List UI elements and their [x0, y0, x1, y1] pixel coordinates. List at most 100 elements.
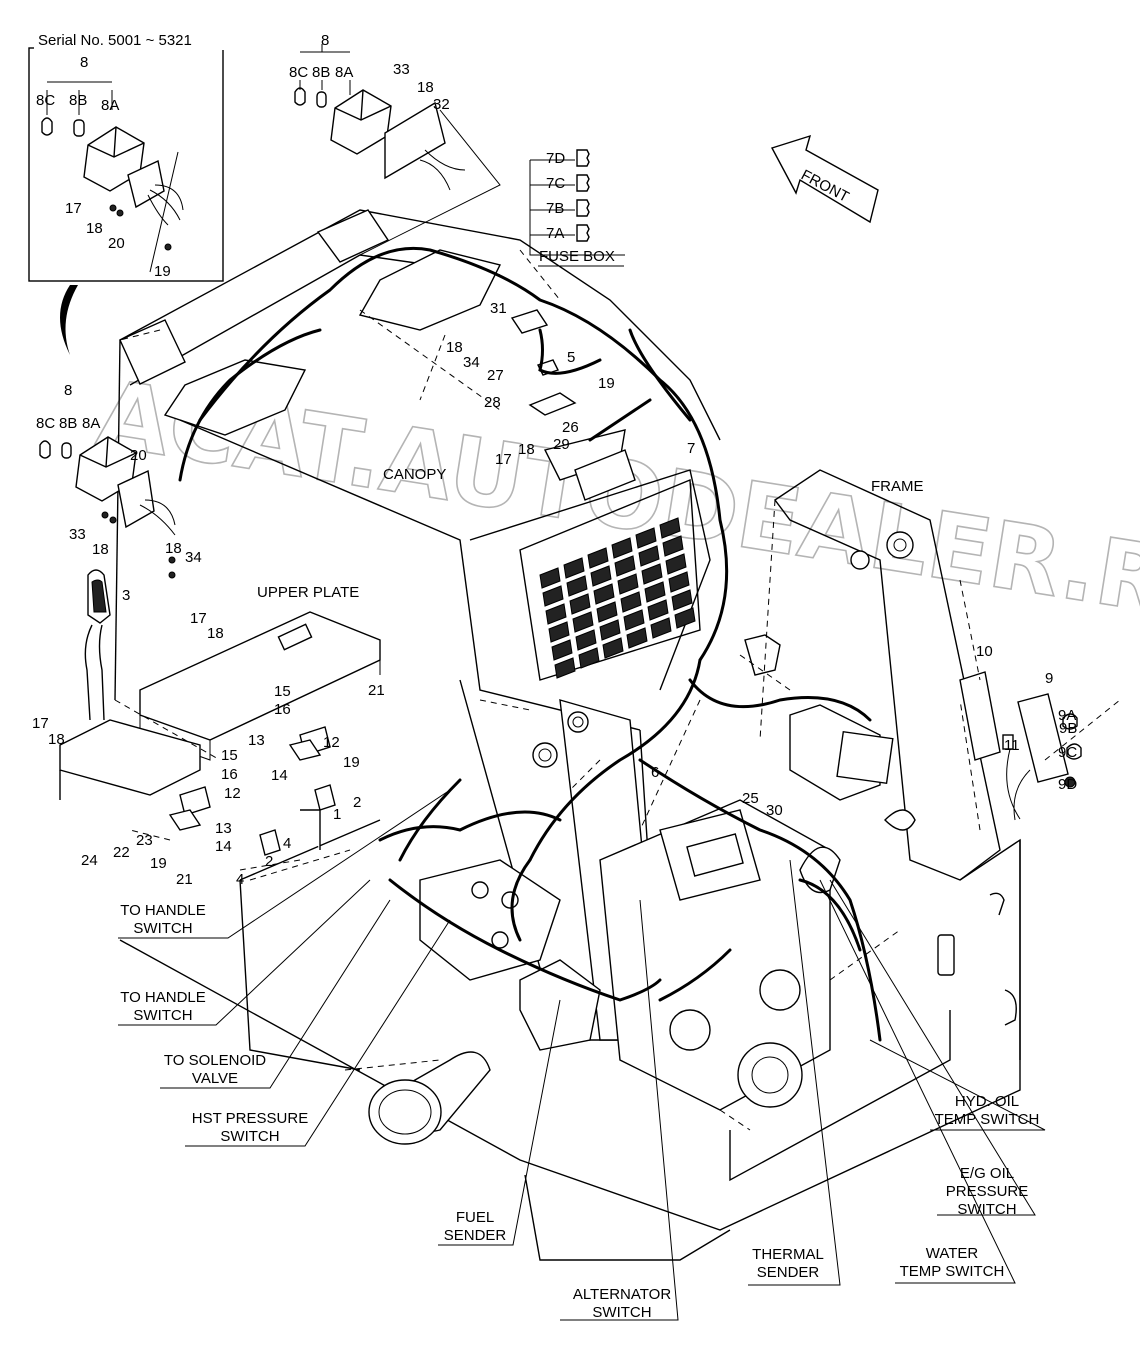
- grille-cell: [614, 555, 636, 577]
- part-callout: 34: [185, 549, 202, 566]
- part-callout: 27: [487, 367, 504, 384]
- part-callout: 15: [274, 683, 291, 700]
- grille-cell: [587, 547, 609, 569]
- grille-cell: [566, 575, 588, 597]
- upper-plate-label: UPPER PLATE: [257, 584, 359, 601]
- left-rooflight: [163, 359, 307, 436]
- part-callout: 34: [463, 354, 480, 371]
- part-callout: 13: [215, 820, 232, 837]
- connection-note-line: TEMP SWITCH: [935, 1111, 1040, 1128]
- part-callout: 18: [207, 625, 224, 642]
- part-callout: 2: [353, 794, 361, 811]
- part-callout: 9: [1045, 670, 1053, 687]
- connection-note-line: VALVE: [192, 1070, 238, 1087]
- connection-note-line: TEMP SWITCH: [900, 1263, 1005, 1280]
- fuse-icon: [576, 199, 590, 217]
- grille-cell: [596, 601, 618, 623]
- part-callout: 17: [190, 610, 207, 627]
- reference-lines: [114, 249, 1121, 1131]
- connection-note-line: E/G OIL: [960, 1165, 1014, 1182]
- part-callout: 7: [687, 440, 695, 457]
- part-callout: 21: [368, 682, 385, 699]
- part-callout: 14: [215, 838, 232, 855]
- frame-label: FRAME: [871, 478, 924, 495]
- grille-cell: [617, 573, 639, 595]
- grille-cell: [545, 603, 567, 625]
- grille-cell: [668, 571, 690, 593]
- connection-note-line: SENDER: [444, 1227, 507, 1244]
- part-callout: 32: [433, 96, 450, 113]
- part-callout: 18: [446, 339, 463, 356]
- side-lamp-group: [959, 671, 1082, 821]
- part-callout: 9C: [1058, 744, 1077, 761]
- part-callout: 8A: [82, 415, 100, 432]
- lamp-9: [1017, 693, 1069, 783]
- grille-cell: [599, 619, 621, 641]
- machine-outline: [60, 209, 1021, 1261]
- part-callout: 31: [490, 300, 507, 317]
- serial-inset: Serial No. 5001 ~ 5321: [28, 30, 224, 282]
- lamp-bracket-10: [959, 671, 1001, 761]
- part-callout: 8C: [36, 415, 55, 432]
- part-callout: 19: [598, 375, 615, 392]
- part-callout: 14: [271, 767, 288, 784]
- part-callout: 24: [81, 852, 98, 869]
- front-arrow: FRONT: [770, 134, 879, 224]
- part-callout: 6: [651, 764, 659, 781]
- part-callout: 18: [518, 441, 535, 458]
- part-callout: 8B: [59, 415, 77, 432]
- hst-pump: [419, 859, 561, 981]
- part-callout: 13: [248, 732, 265, 749]
- engine-assembly: [419, 634, 916, 1111]
- connection-note-line: SWITCH: [957, 1201, 1016, 1218]
- part-callout: 8A: [101, 97, 119, 114]
- canopy-label: CANOPY: [383, 466, 446, 483]
- connection-note-line: WATER: [926, 1245, 979, 1262]
- part-callout: 18: [48, 731, 65, 748]
- part-callout: 29: [553, 436, 570, 453]
- fuse-icon: [576, 149, 590, 167]
- part-callout: 28: [484, 394, 501, 411]
- grille-cell: [659, 517, 681, 539]
- part-callout: 19: [343, 754, 360, 771]
- roof-box: [316, 209, 390, 263]
- grille-cell: [620, 591, 642, 613]
- part-callout: 9B: [1059, 720, 1077, 737]
- part-callout: 9D: [1058, 776, 1077, 793]
- grille-cell: [665, 553, 687, 575]
- grille-cell: [542, 585, 564, 607]
- grille-cell: [623, 609, 645, 631]
- grille-cell: [674, 607, 696, 629]
- connection-note-line: HST PRESSURE: [192, 1110, 308, 1127]
- part-callout: 21: [176, 871, 193, 888]
- part-callout: 2: [265, 853, 273, 870]
- part-callout: 22: [113, 844, 130, 861]
- part-callout: 11: [1004, 737, 1020, 754]
- grille-cell: [593, 583, 615, 605]
- grille-cell: [572, 611, 594, 633]
- part-callout: 9A: [1058, 707, 1076, 724]
- grille-cell: [539, 567, 561, 589]
- part-callout: 17: [32, 715, 49, 732]
- part-callout: 19: [150, 855, 167, 872]
- grille-cell: [551, 639, 573, 661]
- part-callout: 4: [283, 835, 291, 852]
- part-callout: 15: [221, 747, 238, 764]
- part-callout: 16: [274, 701, 291, 718]
- part-callout: 4: [236, 871, 244, 888]
- grille-cell: [575, 629, 597, 651]
- part-callout: 16: [221, 766, 238, 783]
- grille-cell: [647, 599, 669, 621]
- grille-cell: [671, 589, 693, 611]
- connection-note-line: HYD. OIL: [955, 1093, 1019, 1110]
- grille-cell: [650, 617, 672, 639]
- part-callout: 33: [393, 61, 410, 78]
- part-callout: 1: [333, 806, 341, 823]
